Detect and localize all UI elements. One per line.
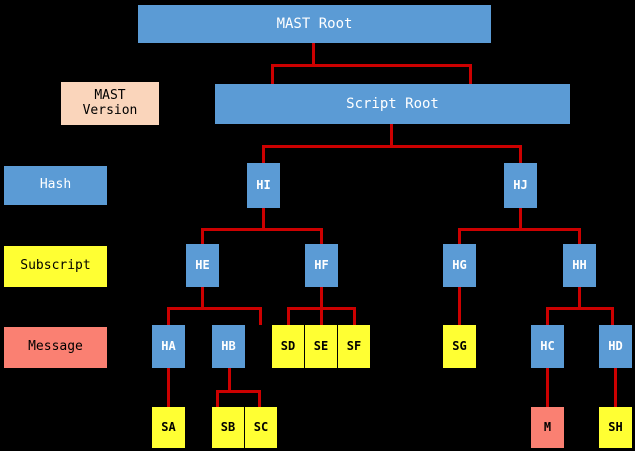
edge-to-se [320, 307, 323, 325]
edge-he-stem [201, 287, 204, 309]
edge-to-sc [258, 390, 261, 408]
node-sf[interactable]: SF [338, 325, 370, 368]
edge-to-script-root [469, 64, 472, 84]
edge-to-hc [546, 307, 549, 325]
edge-hj-bus [458, 228, 580, 231]
edge-hg-to-sg [458, 287, 461, 325]
edge-mast-root-bus [271, 64, 472, 67]
node-hb[interactable]: HB [212, 325, 245, 368]
node-hj[interactable]: HJ [504, 163, 537, 208]
edge-hc-to-m [546, 368, 549, 408]
legend-subscript: Subscript [4, 246, 107, 287]
node-hd[interactable]: HD [599, 325, 632, 368]
node-hg[interactable]: HG [443, 244, 476, 287]
node-sb[interactable]: SB [212, 407, 244, 448]
node-he[interactable]: HE [186, 244, 219, 287]
node-hc[interactable]: HC [531, 325, 564, 368]
edge-to-hj [519, 145, 522, 165]
edge-to-sb [216, 390, 219, 408]
edge-script-root-stem [390, 124, 393, 147]
edge-hi-stem [262, 208, 265, 230]
edge-to-hg [458, 228, 461, 246]
edge-to-he [201, 228, 204, 246]
node-mast-version[interactable]: MAST Version [61, 82, 159, 125]
edge-hh-bus [546, 307, 614, 310]
edge-to-hh [578, 228, 581, 246]
edge-hh-stem [578, 287, 581, 309]
edge-to-sf [353, 307, 356, 325]
node-sd[interactable]: SD [272, 325, 304, 368]
edge-mast-root-stem [312, 42, 315, 66]
edge-hj-stem [519, 208, 522, 230]
node-sg[interactable]: SG [443, 325, 476, 368]
edge-hb-stem [228, 368, 231, 393]
edge-ha-to-sa [167, 368, 170, 408]
edge-to-sd [287, 307, 290, 325]
node-ha[interactable]: HA [152, 325, 185, 368]
node-sa[interactable]: SA [152, 407, 185, 448]
node-sh[interactable]: SH [599, 407, 632, 448]
edge-to-hb [259, 307, 262, 325]
edge-to-hi [262, 145, 265, 165]
edge-to-ha [167, 307, 170, 325]
edge-hd-to-sh [614, 368, 617, 408]
node-sc[interactable]: SC [245, 407, 277, 448]
legend-message: Message [4, 327, 107, 368]
edge-hf-stem [320, 287, 323, 309]
edge-script-root-bus [262, 145, 522, 148]
edge-to-mast-version [271, 64, 274, 84]
node-hi[interactable]: HI [247, 163, 280, 208]
node-mast-root[interactable]: MAST Root [138, 5, 491, 43]
node-script-root[interactable]: Script Root [215, 84, 570, 124]
edge-hi-bus [201, 228, 323, 231]
node-m[interactable]: M [531, 407, 564, 448]
legend-hash: Hash [4, 166, 107, 205]
edge-hb-bus [216, 390, 261, 393]
node-se[interactable]: SE [305, 325, 337, 368]
edge-to-hd [611, 307, 614, 325]
edge-he-bus [167, 307, 262, 310]
node-hh[interactable]: HH [563, 244, 596, 287]
edge-to-hf [320, 228, 323, 246]
node-hf[interactable]: HF [305, 244, 338, 287]
